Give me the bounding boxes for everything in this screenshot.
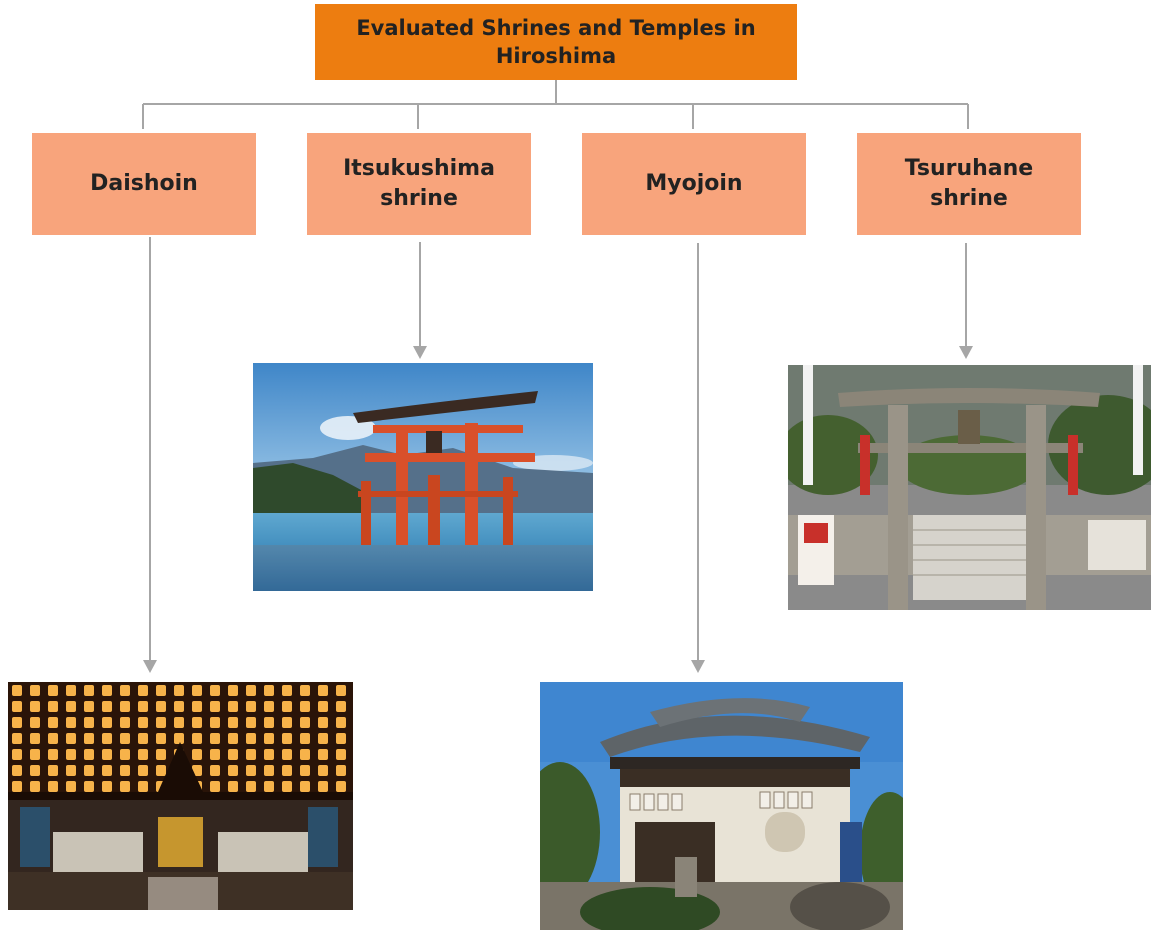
- arrowhead-myojoin: [691, 660, 705, 673]
- arrowhead-itsukushima: [413, 346, 427, 359]
- floating-torii-photo: [253, 363, 593, 591]
- node-daishoin-label: Daishoin: [90, 171, 198, 196]
- stone-torii-photo: [788, 365, 1151, 610]
- node-tsuruhane-label: Tsuruhane shrine: [904, 156, 1034, 211]
- temple-building-photo: [540, 682, 903, 930]
- arrowhead-daishoin: [143, 660, 157, 673]
- root-node: Evaluated Shrines and Temples in Hiroshi…: [315, 4, 797, 80]
- node-itsukushima-label: Itsukushima shrine: [343, 156, 495, 211]
- arrowhead-tsuruhane: [959, 346, 973, 359]
- root-label: Evaluated Shrines and Temples in Hiroshi…: [356, 16, 756, 68]
- node-itsukushima: Itsukushima shrine: [307, 133, 531, 235]
- node-myojoin: Myojoin: [582, 133, 806, 235]
- node-daishoin: Daishoin: [32, 133, 256, 235]
- node-tsuruhane: Tsuruhane shrine: [857, 133, 1081, 235]
- lantern-hall-photo: [8, 682, 353, 910]
- node-myojoin-label: Myojoin: [645, 171, 743, 196]
